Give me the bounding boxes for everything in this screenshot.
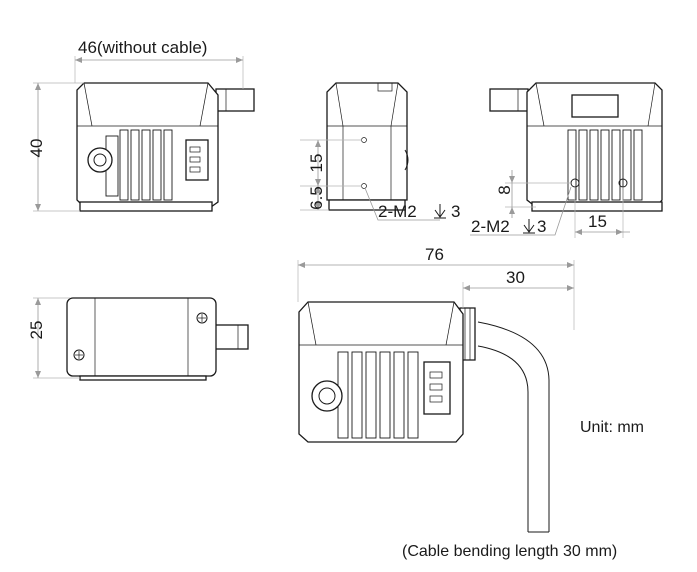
cable-stub	[215, 88, 255, 112]
cable-view-lens	[311, 380, 343, 412]
side-thread-label: 2-M2	[378, 202, 417, 221]
front-connector	[185, 139, 209, 181]
bottom-body	[66, 297, 217, 377]
back-thread-depth: 3	[537, 217, 546, 236]
side-view: 15 6.5 2-M2 3	[300, 82, 460, 221]
side-thread-depth: 3	[451, 202, 460, 221]
dim-40-label: 40	[27, 139, 46, 158]
bottom-screw-top-icon	[196, 312, 208, 324]
front-view: 46(without cable) 40	[27, 38, 255, 212]
bottom-view: 25	[27, 297, 249, 381]
dim-8-label: 8	[495, 185, 514, 194]
bottom-screw-bottom-icon	[73, 349, 85, 361]
back-cable-stub	[489, 88, 529, 112]
dim-15-back-label: 15	[588, 212, 607, 231]
back-label-window	[571, 94, 619, 118]
cable	[477, 321, 550, 532]
dim-15-side-label: 15	[307, 154, 326, 173]
back-thread-label: 2-M2	[471, 217, 510, 236]
front-lens	[87, 147, 113, 173]
dim-25-label: 25	[27, 321, 46, 340]
dim-6-5-label: 6.5	[307, 186, 326, 210]
depth-symbol-back	[523, 219, 535, 234]
depth-symbol-side	[434, 204, 446, 219]
bottom-cable-stub	[213, 324, 249, 350]
dim-46-label: 46(without cable)	[78, 38, 207, 57]
front-view-with-cable: 76 30	[297, 245, 575, 533]
dim-76-label: 76	[425, 245, 444, 264]
dim-30-label: 30	[506, 268, 525, 287]
back-view: 8 15 2-M2 3	[470, 82, 663, 238]
cable-view-connector	[423, 361, 451, 415]
unit-note: Unit: mm	[580, 419, 644, 436]
cable-bending-note: (Cable bending length 30 mm)	[402, 543, 617, 560]
front-base	[79, 201, 213, 212]
